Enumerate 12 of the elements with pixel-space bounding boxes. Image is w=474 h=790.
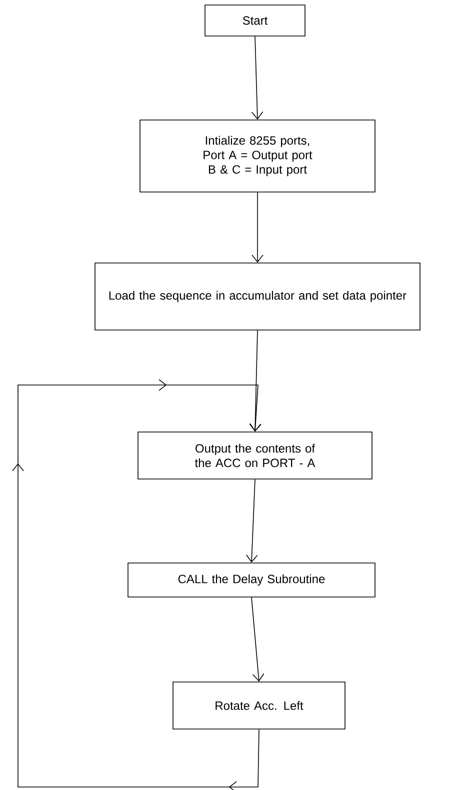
- arrow: [252, 192, 264, 263]
- loop-arrow: [12, 379, 262, 790]
- arrow: [251, 36, 264, 120]
- arrow: [251, 597, 264, 682]
- process-box: Output the contents of the ACC on PORT - A: [138, 432, 372, 480]
- process-box: Intialize 8255 ports, Port A = Output port B & C = Input port: [140, 120, 376, 192]
- process-box: Start: [204, 4, 306, 36]
- process-box: Load the sequence in accumulator and set data pointer: [94, 262, 420, 330]
- process-box: Rotate Acc. Left: [172, 682, 346, 730]
- arrow: [249, 330, 262, 432]
- arrow: [246, 479, 258, 563]
- process-box: CALL the Delay Subroutine: [128, 562, 376, 598]
